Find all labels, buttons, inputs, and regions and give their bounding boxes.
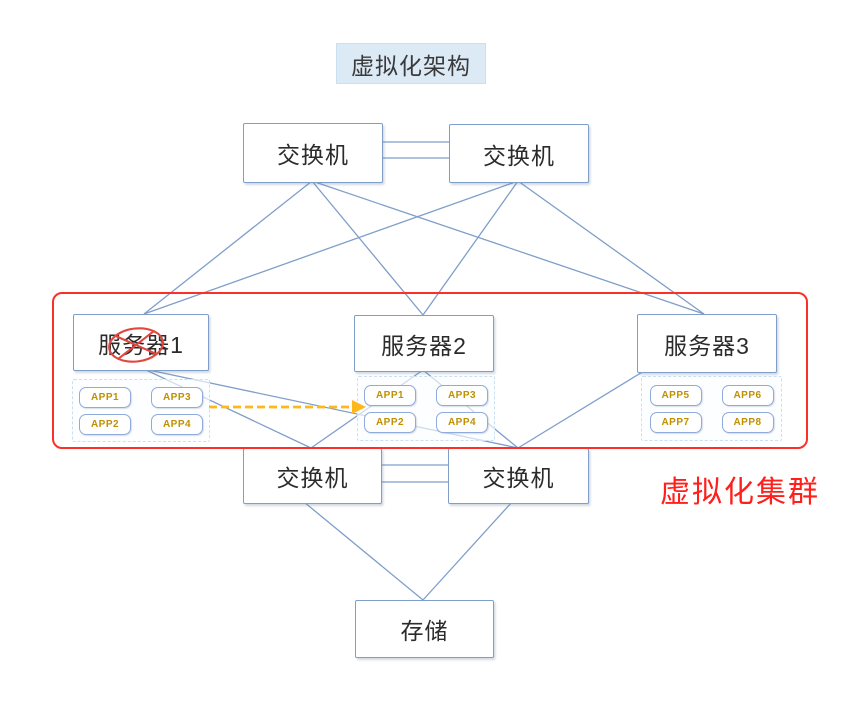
- migration-arrow-icon: [209, 400, 366, 414]
- edge-switch_bottom_right.bottom--storage.top: [422, 501, 513, 601]
- node-switch-top-left: 交换机: [243, 123, 383, 183]
- server-1-app-group: APP1 APP3 APP2 APP4: [72, 379, 210, 442]
- app-box: APP3: [151, 386, 203, 408]
- edge-switch_top_left.bottom--server3.top: [311, 180, 705, 315]
- virtualization-cluster-label: 虚拟化集群: [660, 476, 820, 509]
- app-box: APP1: [364, 384, 416, 406]
- app-box: APP4: [436, 411, 488, 433]
- edge-switch_top_right.bottom--server3.top: [517, 180, 705, 315]
- node-storage: 存储: [355, 600, 494, 658]
- diagram-title: 虚拟化架构: [336, 43, 486, 84]
- edge-switch_bottom_left.bottom--storage.top: [303, 501, 424, 601]
- server-2-app-group: APP1 APP3 APP2 APP4: [357, 376, 495, 441]
- node-switch-bottom-right: 交换机: [448, 448, 589, 504]
- app-box: APP1: [79, 386, 131, 408]
- node-switch-bottom-left: 交换机: [243, 448, 382, 504]
- node-server-3: 服务器3: [637, 314, 777, 373]
- edge-switch_top_left.bottom--server2.top: [311, 180, 424, 316]
- node-server-1: 服务器1: [73, 314, 209, 371]
- server-3-app-group: APP5 APP6 APP7 APP8: [641, 376, 782, 441]
- app-box: APP6: [721, 384, 774, 406]
- edge-switch_top_left.bottom--server1.top: [143, 180, 313, 315]
- edge-switch_top_right.bottom--server2.top: [422, 180, 519, 316]
- edge-server3.bottom--switch_bottom_right.top: [517, 370, 645, 449]
- app-box: APP8: [721, 411, 774, 433]
- edge-switch_top_right.bottom--server1.top: [143, 180, 519, 315]
- node-switch-top-right: 交换机: [449, 124, 589, 183]
- app-box: APP7: [649, 411, 702, 433]
- app-box: APP2: [364, 411, 416, 433]
- app-box: APP4: [151, 413, 203, 435]
- app-box: APP3: [436, 384, 488, 406]
- node-server-2: 服务器2: [354, 315, 494, 372]
- app-box: APP5: [649, 384, 702, 406]
- app-box: APP2: [79, 413, 131, 435]
